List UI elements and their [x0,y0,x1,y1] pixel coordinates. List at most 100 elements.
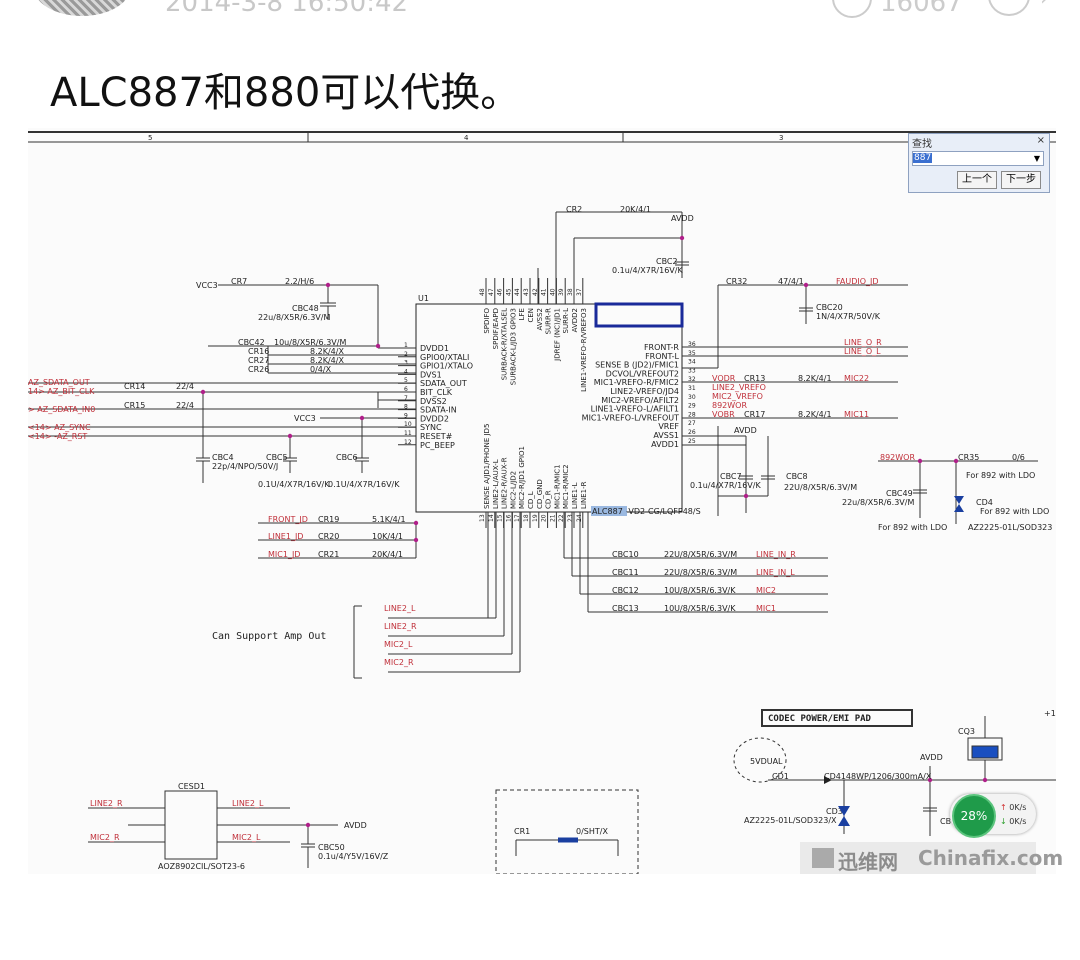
esd-part: AOZ8902CIL/SOT23-6 [158,862,245,871]
find-input[interactable]: 887 ▼ [912,151,1044,166]
cbc-bot: CB [940,817,951,826]
right-pin-name: LINE1-VREFO-L/AFILT1 [591,405,679,414]
top-pin-num: 37 [576,288,583,296]
net-faudio-jd: FAUDIO_JD [836,277,879,286]
bottom-pin-num: 21 [549,514,556,522]
net-vodr: VODR [712,374,736,383]
network-up-value: 0K/s [1009,803,1027,812]
view-count: 16067 [880,0,963,18]
net-892wor-b: 892WOR [880,453,915,462]
vdual: 5VDUAL [750,757,783,766]
cr13-val: 8.2K/4/1 [798,374,832,383]
left-pin-num: 12 [404,439,412,446]
cbc13: CBC13 [612,604,639,613]
cr7-val: 2.2/H/6 [285,277,314,286]
chevron-down-icon[interactable]: ▼ [1033,154,1040,163]
left-pin-num: 9 [404,412,408,419]
net-mic1: MIC1 [756,604,776,613]
amp-note: Can Support Amp Out [212,631,326,642]
bottom-pin-num: 18 [523,514,530,522]
top-pin-num: 41 [541,288,548,296]
cbc48-val: 22u/8/X5R/6.3V/M [258,313,330,322]
cr27: CR27 [248,356,269,365]
bottom-pin-name: LINE1-R [580,481,588,509]
cbc4-val: 22p/4/NPO/50V/J [212,462,278,471]
cbc12-val: 10U/8/X5R/6.3V/K [664,586,736,595]
cbc49-val: 22u/8/X5R/6.3V/M [842,498,914,507]
network-down: ↓ 0K/s [1000,817,1027,826]
avdd-top: AVDD [671,214,694,223]
cr20-val: 10K/4/1 [372,532,403,541]
for892a: For 892 with LDO [966,471,1035,480]
cbc7: CBC7 [720,472,742,481]
left-pin-num: 11 [404,430,412,437]
cr1-val: 0/SHT/X [576,827,608,836]
top-pin-name: JDREF (NC)/JD1 [553,308,561,362]
right-pin-name: VREF [658,422,679,431]
cr13: CR13 [744,374,765,383]
cbc5-val: 0.1U/4/X7R/16V/K [258,480,330,489]
right-pin-num: 25 [688,438,696,445]
find-dialog[interactable]: 查找 × 887 ▼ 上一个 下一步 [908,133,1050,193]
avatar[interactable] [34,0,130,16]
more-icon[interactable]: › [1040,0,1049,11]
top-pin-name: SURR-L [562,308,570,334]
bottom-pin-num: 20 [541,514,548,522]
top-pin-name: SURBACK-R/XTALSEL [501,308,509,380]
border-numbers: 5 4 3 [148,134,783,142]
cbc13-val: 10U/8/X5R/6.3V/K [664,604,736,613]
top-pin-num: 42 [532,288,539,296]
left-pin-num: 3 [404,360,408,367]
cbc10: CBC10 [612,550,639,559]
cq3: CQ3 [958,727,975,736]
cbc8: CBC8 [786,472,808,481]
part-suffix: -VD2-CG/LQFP48/S [626,507,701,516]
left-pin-name: SDATA-IN [420,406,457,415]
right-pin-name: MIC1-VREFO-L/VREFOUT [582,413,679,422]
cr1: CR1 [514,827,530,836]
plus-one: +1 [1044,709,1056,718]
net-line-in-r: LINE_IN_R [756,550,796,559]
bottom-pin-name: LINE2-R/AUX-R [501,457,509,509]
cd3: CD3 [826,807,843,816]
watermark-logo-icon [812,848,834,868]
cd1: CD1 [772,772,789,781]
net-az-sdata-out: AZ_SDATA_OUT [28,378,90,387]
cr19-val: 5.1K/4/1 [372,515,406,524]
bottom-pin-num: 23 [567,514,574,522]
left-pin-num: 7 [404,395,408,402]
bottom-pin-name: MIC2-R/JD1 GPIO1 [518,446,526,509]
top-pin-name: SURR-R [545,308,553,335]
cr16-val: 8.2K/4/X [310,347,344,356]
net-az-sync: <14> AZ_SYNC [28,423,91,432]
net-line-o-l: LINE_O_L [844,347,881,356]
find-next-button[interactable]: 下一步 [1001,171,1041,189]
border-num-5: 5 [148,134,152,142]
right-pin-name: MIC1-VREFO-R/FMIC2 [594,378,679,387]
close-icon[interactable]: × [1036,135,1045,146]
u1-label: U1 [418,294,429,303]
right-pin-name: DCVOL/VREFOUT2 [606,369,679,378]
cr20: CR20 [318,532,339,541]
comment-icon[interactable] [988,0,1030,16]
top-pin-name: SPDIF/EAPD [492,308,500,349]
cbc50: CBC50 [318,843,345,852]
bottom-pin-num: 17 [514,514,521,522]
bottom-pin-num: 24 [576,514,583,522]
cd4: CD4 [976,498,993,507]
top-pin-num: 48 [479,288,486,296]
cbc11: CBC11 [612,568,639,577]
bottom-pin-num: 22 [558,514,565,522]
network-down-value: 0K/s [1009,817,1027,826]
left-pin-name: DVSS2 [420,397,447,406]
right-pin-name: AVDD1 [651,440,679,449]
left-pin-num: 1 [404,342,408,349]
top-pin-name: LFE [518,308,526,320]
right-pin-name: FRONT-R [644,343,679,352]
find-prev-button[interactable]: 上一个 [957,171,997,189]
net-line2-r: LINE2_R [384,622,417,631]
right-pin-num: 32 [688,376,696,383]
net-mic1-jd: MIC1_JD [268,550,300,559]
cr27-val: 8.2K/4/X [310,356,344,365]
